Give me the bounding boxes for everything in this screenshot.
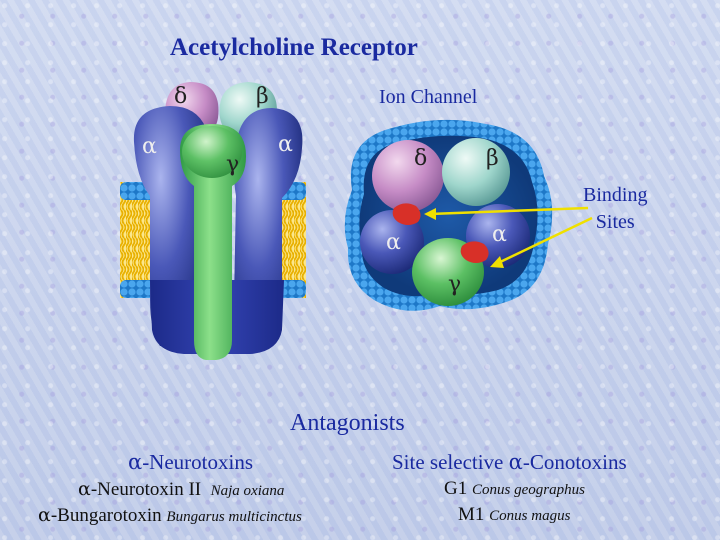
conotoxins-alpha: α [508, 450, 523, 474]
binding-label-line1: Binding [583, 184, 648, 206]
entry-name: -Bungarotoxin [50, 505, 162, 526]
conotoxins-text: -Conotoxins [522, 450, 627, 474]
beta-subunit-top [442, 138, 510, 206]
g1-entry: G1 Conus geographus [444, 478, 585, 500]
neurotoxins-heading: α-Neurotoxins [128, 450, 253, 475]
entry-alpha: α [78, 478, 91, 500]
binding-site-left [392, 203, 421, 225]
conotoxins-prefix: Site selective [392, 450, 509, 474]
neurotoxins-alpha: α [128, 450, 143, 474]
ion-channel-label: Ion Channel [379, 86, 478, 108]
conotoxins-heading: Site selective α-Conotoxins [392, 450, 627, 475]
page-title: Acetylcholine Receptor [170, 34, 418, 61]
antagonists-heading: Antagonists [290, 410, 405, 436]
beta-label-top: β [486, 146, 499, 171]
neurotoxins-text: -Neurotoxins [142, 450, 254, 474]
delta-label-top: δ [414, 146, 428, 171]
delta-label-side: δ [174, 84, 188, 109]
binding-sites-label: Binding Sites [583, 182, 647, 236]
bungarotoxin-entry: α-Bungarotoxin Bungarus multicinctus [38, 504, 302, 527]
alpha-subunit-left-top [360, 210, 424, 274]
binding-site-arrows [424, 206, 593, 268]
entry-species: Bungarus multicinctus [166, 509, 302, 525]
gamma-label-top: γ [448, 272, 462, 297]
entry-species: Naja oxiana [210, 483, 285, 499]
binding-site-right [460, 241, 489, 263]
entry-name: M1 [458, 504, 485, 525]
gamma-label-side: γ [226, 152, 240, 177]
beta-label-side: β [256, 84, 269, 109]
alpha-label-top-left: α [386, 230, 401, 255]
entry-name: G1 [444, 478, 468, 499]
binding-label-line2: Sites [595, 211, 635, 233]
entry-species: Conus geographus [471, 482, 585, 498]
alpha-label-top-right: α [492, 222, 507, 247]
alpha-label-side-left: α [142, 134, 157, 159]
delta-subunit-top [372, 140, 444, 212]
m1-entry: M1 Conus magus [458, 504, 570, 526]
entry-alpha: α [38, 504, 51, 526]
entry-species: Conus magus [489, 508, 571, 524]
gamma-subunit-side [180, 124, 246, 360]
entry-name: -Neurotoxin II [90, 479, 202, 500]
alpha-label-side-right: α [278, 132, 293, 157]
neurotoxin-ii-entry: α-Neurotoxin II Naja oxiana [78, 478, 284, 501]
